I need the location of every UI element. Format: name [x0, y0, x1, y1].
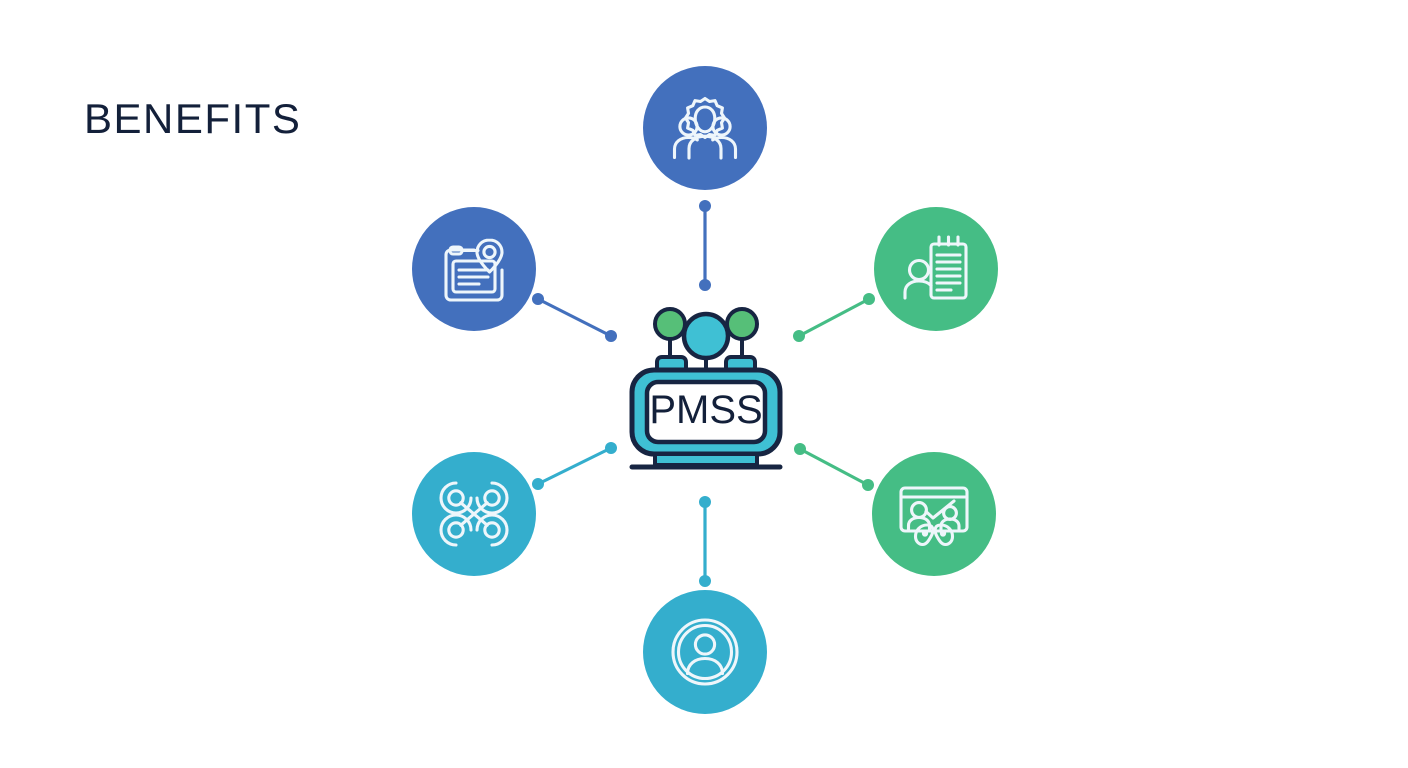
page-title: BENEFITS — [84, 95, 302, 142]
connector-top-left — [532, 293, 617, 342]
drone-quadcopter-icon — [439, 481, 509, 547]
person-notepad-icon — [903, 235, 968, 300]
hub-pmss-device[interactable]: PMSS — [612, 302, 800, 480]
connector-top-right — [793, 293, 875, 342]
connector-bottom-right — [794, 443, 874, 491]
connector-bottom — [699, 496, 711, 587]
node-drone-operations[interactable] — [412, 452, 536, 576]
node-checklist-profile[interactable] — [874, 207, 998, 331]
document-location-pin-icon — [444, 238, 504, 302]
user-avatar-circle-icon — [671, 618, 739, 686]
screen-people-check-icon — [899, 486, 969, 547]
hub-label: PMSS — [649, 388, 762, 432]
connector-top — [699, 200, 711, 291]
connector-bottom-left — [532, 442, 617, 490]
pmss-device-icon: PMSS — [629, 307, 783, 470]
node-team-management[interactable] — [643, 66, 767, 190]
node-geo-tagged-report[interactable] — [412, 207, 536, 331]
node-user-profile[interactable] — [643, 590, 767, 714]
node-collaboration-review[interactable] — [872, 452, 996, 576]
people-gear-icon — [672, 96, 738, 160]
